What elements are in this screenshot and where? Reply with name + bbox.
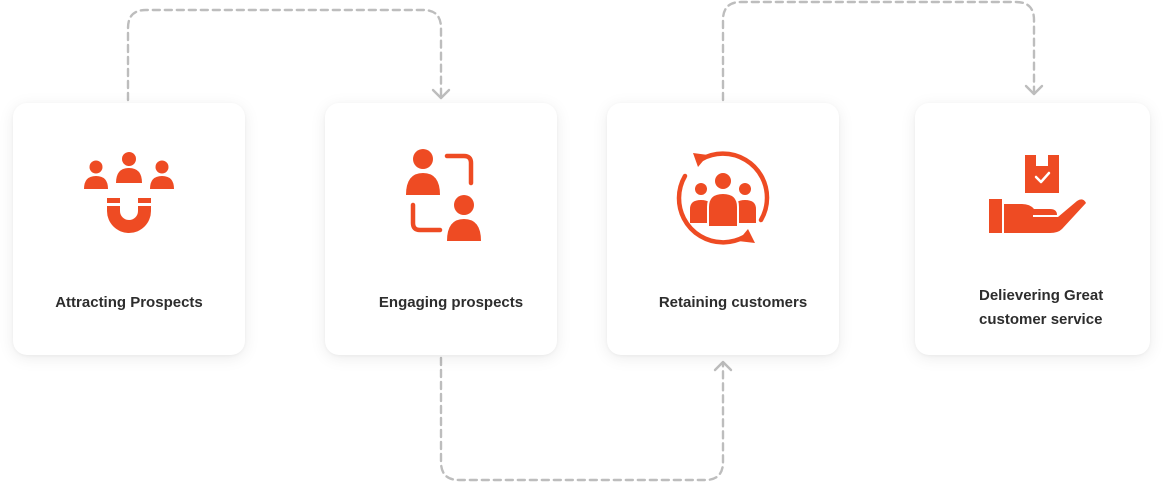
- hand-delivering-box-icon: [978, 143, 1088, 253]
- step-card-delivering-customer-service: Delievering Great customer service: [915, 103, 1150, 355]
- connector-2-to-3: [439, 356, 725, 482]
- connector-3-to-4: [721, 0, 1036, 102]
- step-label: Engaging prospects: [378, 294, 524, 311]
- step-card-attracting-prospects: Attracting Prospects: [13, 103, 245, 355]
- arrowhead-down-icon: [1024, 84, 1044, 96]
- customer-retention-icon: [668, 143, 778, 253]
- arrowhead-up-icon: [713, 360, 733, 372]
- step-label: Attracting Prospects: [55, 294, 203, 311]
- people-exchange-icon: [386, 143, 496, 253]
- step-label: Retaining customers: [658, 294, 808, 311]
- step-label: Delievering Great customer service: [979, 287, 1104, 328]
- connector-1-to-2: [126, 8, 443, 102]
- step-card-retaining-customers: Retaining customers: [607, 103, 839, 355]
- arrowhead-down-icon: [431, 88, 451, 100]
- step-card-engaging-prospects: Engaging prospects: [325, 103, 557, 355]
- magnet-people-icon: [74, 143, 184, 253]
